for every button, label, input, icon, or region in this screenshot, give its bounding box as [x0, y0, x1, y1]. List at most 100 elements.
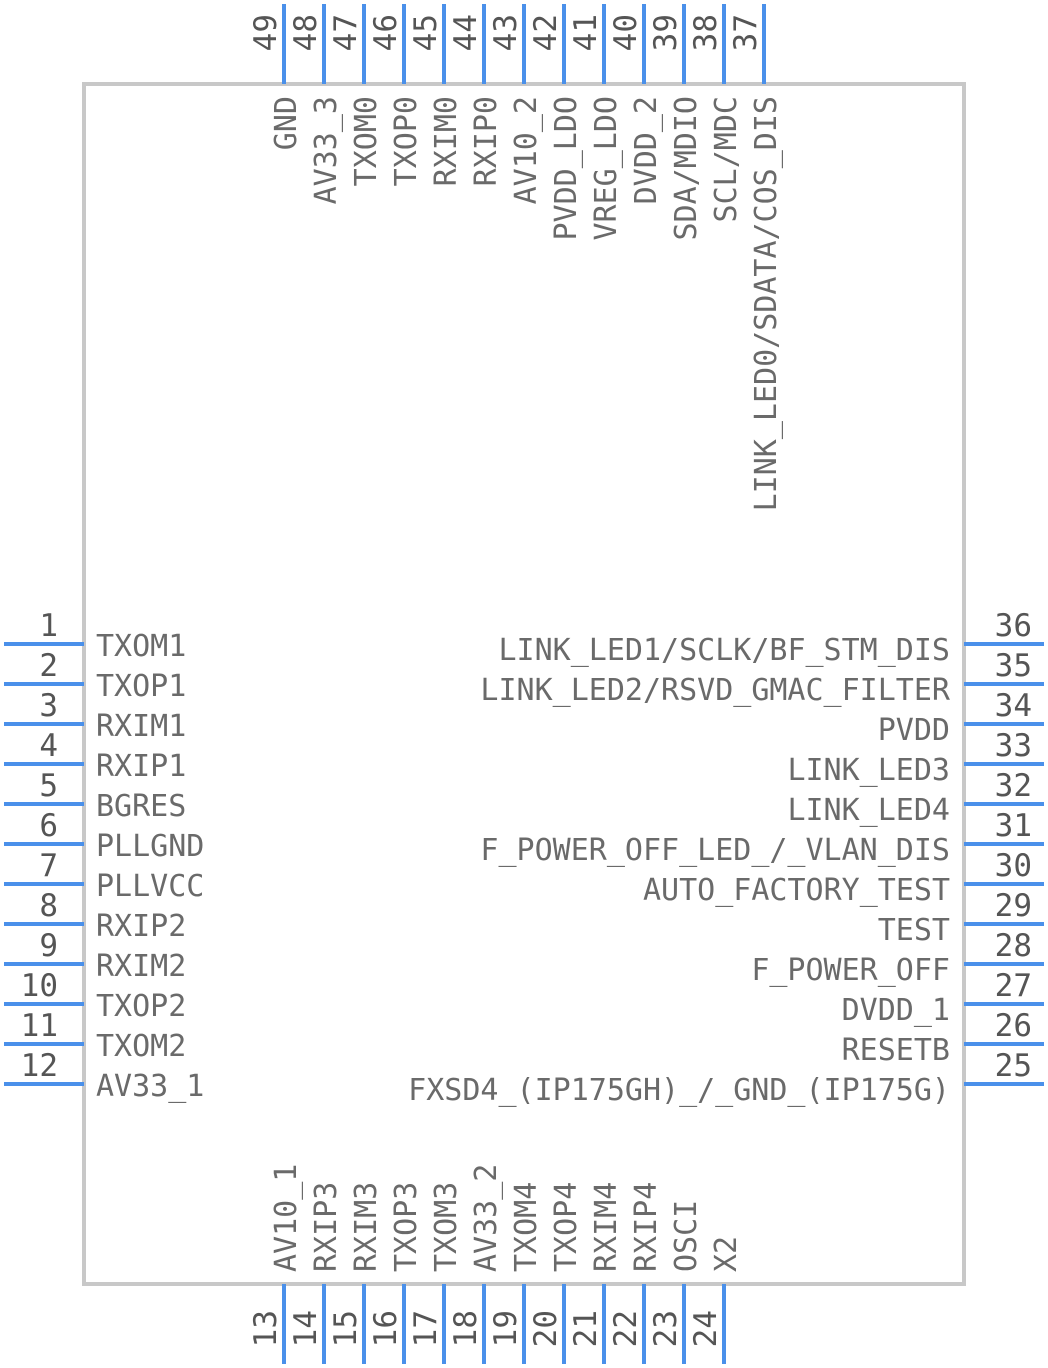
pin-label-av10-2: AV10_2	[509, 96, 544, 204]
pin-17-number: 17	[408, 1310, 444, 1347]
pin-38-number: 38	[688, 14, 724, 51]
pin-label-pllgnd: PLLGND	[96, 829, 204, 864]
pin-22-number: 22	[608, 1310, 644, 1347]
pin-31-number: 31	[995, 808, 1032, 844]
pin-label-osci: OSCI	[669, 1200, 704, 1272]
pin-39-number: 39	[648, 14, 684, 51]
pin-33-number: 33	[995, 728, 1032, 764]
pin-41-number: 41	[568, 14, 604, 51]
pin-8-number: 8	[39, 888, 58, 924]
pin-45-number: 45	[408, 14, 444, 51]
pin-label-f-power-off: F_POWER_OFF	[751, 953, 950, 988]
pin-43-number: 43	[488, 14, 524, 51]
pin-label-test: TEST	[878, 913, 950, 948]
pin-29-number: 29	[995, 888, 1032, 924]
pin-46-number: 46	[368, 14, 404, 51]
pin-label-rxim4: RXIM4	[589, 1182, 624, 1272]
pin-24-number: 24	[688, 1310, 724, 1347]
pin-label-x2: X2	[709, 1236, 744, 1272]
pin-label-f-power-off-led-vlan-dis: F_POWER_OFF_LED_/_VLAN_DIS	[480, 833, 950, 868]
pin-label-dvdd-2: DVDD_2	[629, 96, 664, 204]
pin-16-number: 16	[368, 1310, 404, 1347]
pin-label-txop0: TXOP0	[389, 96, 424, 186]
pin-label-link-led3: LINK_LED3	[787, 753, 950, 788]
pin-label-txom1: TXOM1	[96, 629, 186, 664]
pin-27-number: 27	[995, 968, 1032, 1004]
pin-26-number: 26	[995, 1008, 1032, 1044]
pin-label-pllvcc: PLLVCC	[96, 869, 204, 904]
pin-label-txom0: TXOM0	[349, 96, 384, 186]
pin-37-number: 37	[728, 14, 764, 51]
pin-label-txom4: TXOM4	[509, 1182, 544, 1272]
pin-19-number: 19	[488, 1310, 524, 1347]
pin-20-number: 20	[528, 1310, 564, 1347]
pin-label-link-led0-sdata-cos-dis: LINK_LED0/SDATA/COS_DIS	[749, 96, 784, 511]
pin-label-link-led4: LINK_LED4	[787, 793, 950, 828]
pin-label-rxip4: RXIP4	[629, 1182, 664, 1272]
pin-label-rxim1: RXIM1	[96, 709, 186, 744]
pin-32-number: 32	[995, 768, 1032, 804]
pin-label-link-led1-sclk-bf-stm-dis: LINK_LED1/SCLK/BF_STM_DIS	[498, 633, 950, 668]
pin-label-av10-1: AV10_1	[269, 1164, 304, 1272]
pin-23-number: 23	[648, 1310, 684, 1347]
pin-9-number: 9	[39, 928, 58, 964]
pin-30-number: 30	[995, 848, 1032, 884]
pin-label-rxip2: RXIP2	[96, 909, 186, 944]
pin-36-number: 36	[995, 608, 1032, 644]
pin-48-number: 48	[288, 14, 324, 51]
pin-3-number: 3	[39, 688, 58, 724]
pin-44-number: 44	[448, 14, 484, 51]
pin-label-txop3: TXOP3	[389, 1182, 424, 1272]
pin-label-av33-3: AV33_3	[309, 96, 344, 204]
pin-label-rxip0: RXIP0	[469, 96, 504, 186]
pin-label-rxim2: RXIM2	[96, 949, 186, 984]
pin-label-pvdd: PVDD	[878, 713, 950, 748]
pin-5-number: 5	[39, 768, 58, 804]
pin-label-bgres: BGRES	[96, 789, 186, 824]
pin-label-auto-factory-test: AUTO_FACTORY_TEST	[643, 873, 950, 908]
pin-12-number: 12	[21, 1048, 58, 1084]
pin-35-number: 35	[995, 648, 1032, 684]
pin-label-av33-2: AV33_2	[469, 1164, 504, 1272]
pin-label-dvdd-1: DVDD_1	[842, 993, 950, 1028]
pin-label-rxip3: RXIP3	[309, 1182, 344, 1272]
pin-label-txop2: TXOP2	[96, 989, 186, 1024]
pin-10-number: 10	[21, 968, 58, 1004]
component-body	[82, 82, 966, 1286]
pin-label-link-led2-rsvd-gmac-filter: LINK_LED2/RSVD_GMAC_FILTER	[480, 673, 951, 708]
pin-label-txom2: TXOM2	[96, 1029, 186, 1064]
pin-label-fxsd4-ip175gh-gnd-ip175g: FXSD4_(IP175GH)_/_GND_(IP175G)	[408, 1073, 950, 1108]
pin-11-number: 11	[21, 1008, 58, 1044]
pin-label-vreg-ldo: VREG_LDO	[589, 96, 624, 241]
pin-label-txom3: TXOM3	[429, 1182, 464, 1272]
pin-label-rxim3: RXIM3	[349, 1182, 384, 1272]
pin-15-number: 15	[328, 1310, 364, 1347]
pin-4-number: 4	[39, 728, 58, 764]
pin-label-resetb: RESETB	[842, 1033, 950, 1068]
pin-47-number: 47	[328, 14, 364, 51]
pin-label-txop4: TXOP4	[549, 1182, 584, 1272]
pin-label-rxip1: RXIP1	[96, 749, 186, 784]
pin-6-number: 6	[39, 808, 58, 844]
pin-label-pvdd-ldo: PVDD_LDO	[549, 96, 584, 241]
pin-42-number: 42	[528, 14, 564, 51]
pin-40-number: 40	[608, 14, 644, 51]
pin-label-rxim0: RXIM0	[429, 96, 464, 186]
pin-21-number: 21	[568, 1310, 604, 1347]
pin-14-number: 14	[288, 1310, 324, 1347]
pin-25-number: 25	[995, 1048, 1032, 1084]
pin-7-number: 7	[39, 848, 58, 884]
pin-13-number: 13	[248, 1310, 284, 1347]
pin-34-number: 34	[995, 688, 1032, 724]
pin-1-number: 1	[39, 608, 58, 644]
pin-49-number: 49	[248, 14, 284, 51]
pin-label-txop1: TXOP1	[96, 669, 186, 704]
pin-28-number: 28	[995, 928, 1032, 964]
pin-2-number: 2	[39, 648, 58, 684]
pin-label-scl-mdc: SCL/MDC	[709, 96, 744, 222]
pin-18-number: 18	[448, 1310, 484, 1347]
pin-label-gnd: GND	[269, 96, 304, 150]
pin-label-sda-mdio: SDA/MDIO	[669, 96, 704, 241]
